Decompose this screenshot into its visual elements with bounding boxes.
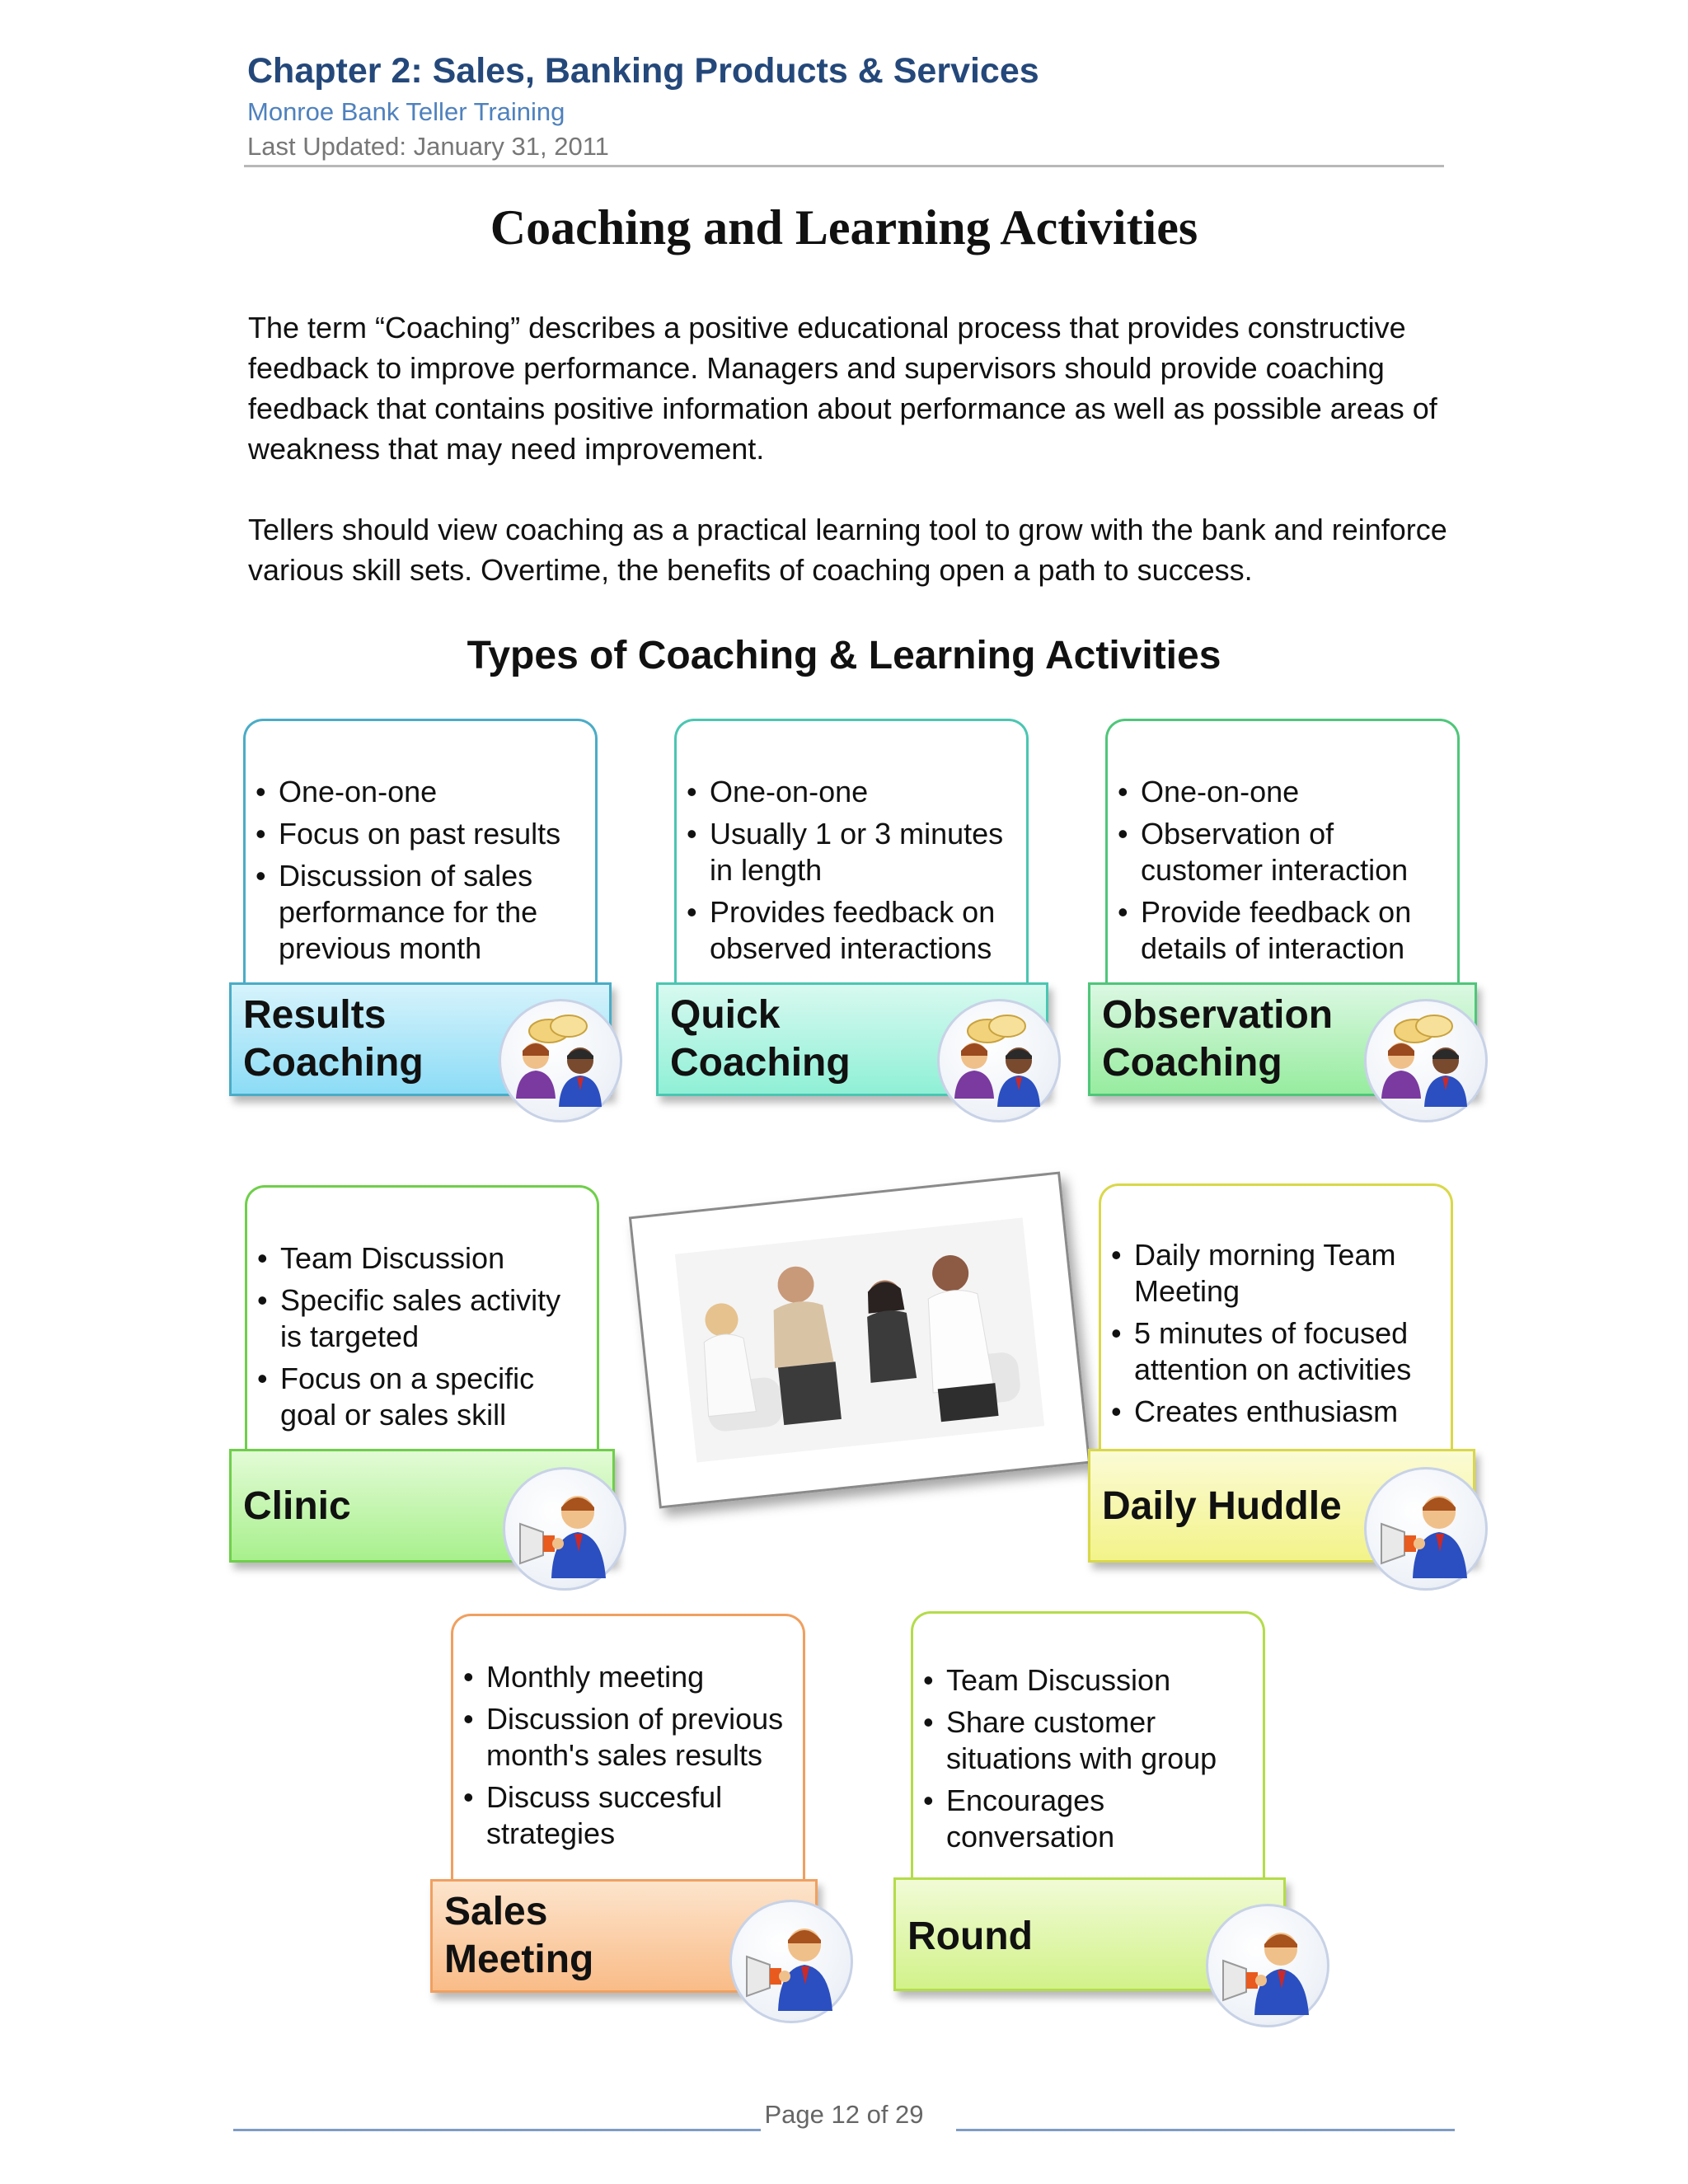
bullet-item: One-on-one [256, 774, 587, 810]
card-details: Team Discussion Specific sales activity … [245, 1185, 599, 1449]
card-label-line: Round [907, 1915, 1033, 1958]
megaphone-person-icon [503, 1467, 626, 1591]
bullet-item: Team Discussion [257, 1240, 588, 1277]
bullet-item: Provides feedback on observed interactio… [687, 894, 1018, 967]
footer-divider-right [956, 2129, 1455, 2131]
bullet-item: Discussion of previous month's sales res… [463, 1701, 795, 1774]
bullet-item: Monthly meeting [463, 1659, 795, 1695]
bullet-item: Specific sales activity is targeted [257, 1282, 588, 1355]
bullet-list: One-on-one Observation of customer inter… [1108, 721, 1457, 967]
intro-paragraph: The term “Coaching” describes a positive… [248, 311, 1437, 466]
two-people-talking-icon [937, 999, 1061, 1122]
bullet-item: One-on-one [1118, 774, 1449, 810]
header-divider [244, 165, 1444, 167]
footer-divider-left [233, 2129, 761, 2131]
bullet-list: Daily morning Team Meeting 5 minutes of … [1101, 1186, 1451, 1430]
card-details: One-on-one Observation of customer inter… [1105, 719, 1460, 982]
card-label-box: Sales Meeting [430, 1879, 818, 1993]
bullet-list: Team Discussion Specific sales activity … [247, 1188, 597, 1433]
card-label-line: Results [243, 993, 387, 1037]
megaphone-person-icon [1206, 1904, 1329, 2027]
card-label-line: Sales [444, 1890, 548, 1933]
last-updated: Last Updated: January 31, 2011 [247, 132, 609, 161]
two-people-talking-icon [1364, 999, 1488, 1122]
page-number: Page 12 of 29 [764, 2100, 924, 2129]
bullet-list: Monthly meeting Discussion of previous m… [453, 1616, 803, 1852]
card-label-line: Coaching [1102, 1041, 1282, 1085]
photo-content [674, 1217, 1045, 1463]
card-label-line: Meeting [444, 1938, 594, 1981]
bullet-item: One-on-one [687, 774, 1018, 810]
bullet-list: One-on-one Usually 1 or 3 minutes in len… [677, 721, 1026, 967]
chapter-title: Chapter 2: Sales, Banking Products & Ser… [247, 51, 1039, 91]
card-details: Daily morning Team Meeting 5 minutes of … [1099, 1183, 1453, 1449]
megaphone-person-icon [729, 1900, 853, 2023]
section-title: Types of Coaching & Learning Activities [467, 634, 1221, 677]
card-label-line: Quick [670, 993, 781, 1037]
bullet-list: One-on-one Focus on past results Discuss… [246, 721, 595, 967]
bullet-item: Usually 1 or 3 minutes in length [687, 816, 1018, 888]
megaphone-person-icon [1364, 1467, 1488, 1591]
document-subtitle: Monroe Bank Teller Training [247, 97, 565, 126]
bullet-item: Provide feedback on details of interacti… [1118, 894, 1449, 967]
bullet-list: Team Discussion Share customer situation… [913, 1614, 1263, 1855]
bullet-item: Share customer situations with group [923, 1704, 1254, 1777]
bullet-item: Discussion of sales performance for the … [256, 858, 587, 967]
card-label-line: Daily Huddle [1102, 1484, 1342, 1528]
group-meeting-photo [628, 1171, 1091, 1509]
bullet-item: 5 minutes of focused attention on activi… [1111, 1315, 1442, 1388]
card-details: Monthly meeting Discussion of previous m… [451, 1614, 805, 1879]
card-label-line: Coaching [243, 1041, 424, 1085]
card-details: One-on-one Focus on past results Discuss… [243, 719, 598, 982]
bullet-item: Focus on past results [256, 816, 587, 852]
second-paragraph: Tellers should view coaching as a practi… [248, 513, 1447, 587]
bullet-item: Encourages conversation [923, 1783, 1254, 1855]
bullet-item: Team Discussion [923, 1662, 1254, 1699]
page-title: Coaching and Learning Activities [490, 200, 1198, 255]
bullet-item: Daily morning Team Meeting [1111, 1237, 1442, 1310]
bullet-item: Discuss succesful strategies [463, 1779, 795, 1852]
card-label-line: Clinic [243, 1484, 351, 1528]
bullet-item: Creates enthusiasm [1111, 1394, 1442, 1430]
card-details: Team Discussion Share customer situation… [911, 1611, 1265, 1879]
bullet-item: Focus on a specific goal or sales skill [257, 1361, 588, 1433]
card-label-line: Observation [1102, 993, 1334, 1037]
card-details: One-on-one Usually 1 or 3 minutes in len… [674, 719, 1029, 982]
bullet-item: Observation of customer interaction [1118, 816, 1449, 888]
card-label-line: Coaching [670, 1041, 851, 1085]
two-people-talking-icon [499, 999, 622, 1122]
